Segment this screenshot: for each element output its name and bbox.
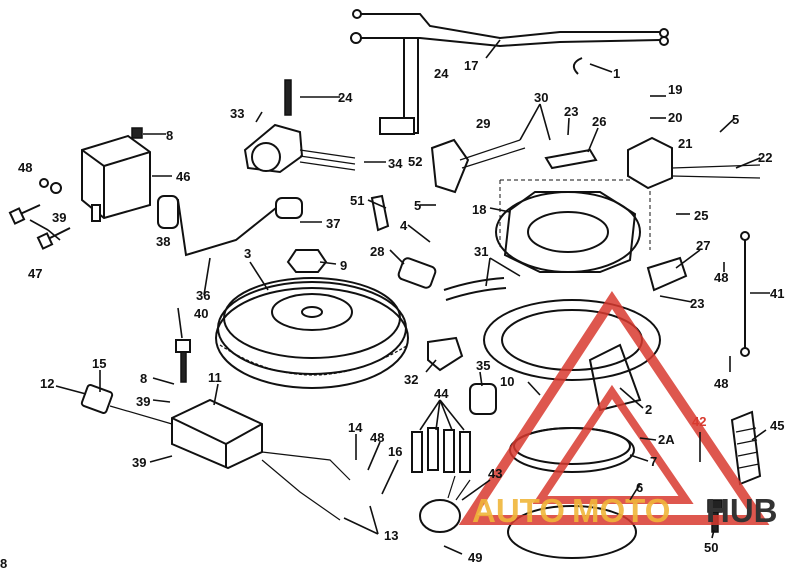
part-12-15-connector: [80, 384, 173, 425]
callout-corner: 8: [0, 556, 7, 571]
callout-23-right: 23: [690, 296, 704, 311]
part-26-strap: [544, 148, 598, 170]
leader-lines: [29, 39, 770, 555]
callout-39-bottom: 39: [132, 455, 146, 470]
part-51-clamp: [370, 194, 390, 232]
part-32-bracket: [427, 336, 464, 372]
callout-21: 21: [678, 136, 692, 151]
callout-10: 10: [500, 374, 514, 389]
callout-48-right-bottom: 48: [714, 376, 728, 391]
callout-24-left: 24: [338, 90, 353, 105]
callout-14: 14: [348, 420, 363, 435]
callout-11: 11: [208, 370, 222, 385]
callout-38: 38: [156, 234, 170, 249]
callout-36: 36: [196, 288, 210, 303]
watermark-auto: AUTO: [472, 492, 565, 529]
callout-1: 1: [613, 66, 620, 81]
watermark-triangle-outer: [458, 290, 770, 525]
callout-47: 47: [28, 266, 42, 281]
callout-13: 13: [384, 528, 398, 543]
callout-17: 17: [464, 58, 478, 73]
callout-49: 49: [468, 550, 482, 565]
part-41-rod: [740, 231, 750, 357]
watermark-triangle-inner: [532, 384, 694, 504]
callout-28: 28: [370, 244, 384, 259]
callout-48-top-left: 48: [18, 160, 32, 175]
callout-6: 6: [636, 480, 643, 495]
watermark-logo: AUTO MOTO HUB: [458, 290, 778, 529]
callout-23-top: 23: [564, 104, 578, 119]
part-11-power-pack: [171, 398, 351, 521]
callout-5-left: 5: [414, 198, 421, 213]
callout-25: 25: [694, 208, 708, 223]
part-18-armature-plate: [495, 179, 651, 273]
part-35-bushing: [469, 383, 497, 415]
callout-39-mid: 39: [136, 394, 150, 409]
watermark-hub: HUB: [706, 492, 778, 529]
callout-34: 34: [388, 156, 403, 171]
callout-37: 37: [326, 216, 340, 231]
callout-42: 42: [692, 414, 706, 429]
part-31-tube: [443, 277, 507, 301]
callout-20: 20: [668, 110, 682, 125]
callout-27: 27: [696, 238, 710, 253]
callout-22: 22: [758, 150, 772, 165]
callout-2a: 2A: [658, 432, 675, 447]
callout-29: 29: [476, 116, 490, 131]
callout-15: 15: [92, 356, 106, 371]
part-9-flywheel-nut: [286, 249, 328, 273]
callout-52: 52: [408, 154, 422, 169]
part-40-bolt: [175, 339, 191, 383]
part-6-ring: [507, 505, 637, 559]
part-21-22-module: [627, 136, 761, 190]
callout-41: 41: [770, 286, 784, 301]
callout-32: 32: [404, 372, 418, 387]
part-33-switch-box: [243, 79, 356, 174]
callout-26: 26: [592, 114, 606, 129]
callout-7: 7: [650, 454, 657, 469]
callout-8-top: 8: [166, 128, 173, 143]
callout-12: 12: [40, 376, 54, 391]
callout-40: 40: [194, 306, 208, 321]
part-43-sensor: [419, 475, 471, 533]
part-1-clip: [572, 57, 583, 75]
callout-33: 33: [230, 106, 244, 121]
callout-39-top: 39: [52, 210, 66, 225]
callout-44: 44: [434, 386, 449, 401]
callout-8-left: 8: [140, 371, 147, 386]
part-45-terminal-block: [730, 410, 762, 486]
callout-51: 51: [350, 193, 364, 208]
callout-18: 18: [472, 202, 486, 217]
callout-31: 31: [474, 244, 488, 259]
callout-35: 35: [476, 358, 490, 373]
callout-30: 30: [534, 90, 548, 105]
callout-48-right-top: 48: [714, 270, 728, 285]
callout-19: 19: [668, 82, 682, 97]
watermark-moto: MOTO: [572, 492, 670, 529]
callout-4: 4: [400, 218, 408, 233]
callout-43: 43: [488, 466, 502, 481]
callout-labels: 1 2 2A 3 4 5 5 6 7 8 8 9 10 11 12 13 14 …: [0, 58, 784, 571]
part-36-37-38-spark-plug-lead: [157, 195, 303, 257]
part-27-tab: [646, 256, 688, 292]
part-3-flywheel: [215, 277, 409, 389]
callout-3: 3: [244, 246, 251, 261]
callout-48-mid: 48: [370, 430, 384, 445]
callout-46: 46: [176, 169, 190, 184]
part-29-30-sensor: [430, 138, 526, 194]
part-17-wiring-harness: [350, 9, 669, 135]
callout-45: 45: [770, 418, 784, 433]
part-46-ignition-coil: [81, 127, 151, 222]
part-47-screws: [8, 178, 71, 250]
callout-5-right: 5: [732, 112, 739, 127]
callout-24-mid: 24: [434, 66, 449, 81]
callout-50: 50: [704, 540, 718, 555]
part-28-sensor: [397, 257, 437, 289]
callout-2: 2: [645, 402, 652, 417]
part-44-leads: [411, 427, 471, 473]
callout-9: 9: [340, 258, 347, 273]
callout-16: 16: [388, 444, 402, 459]
